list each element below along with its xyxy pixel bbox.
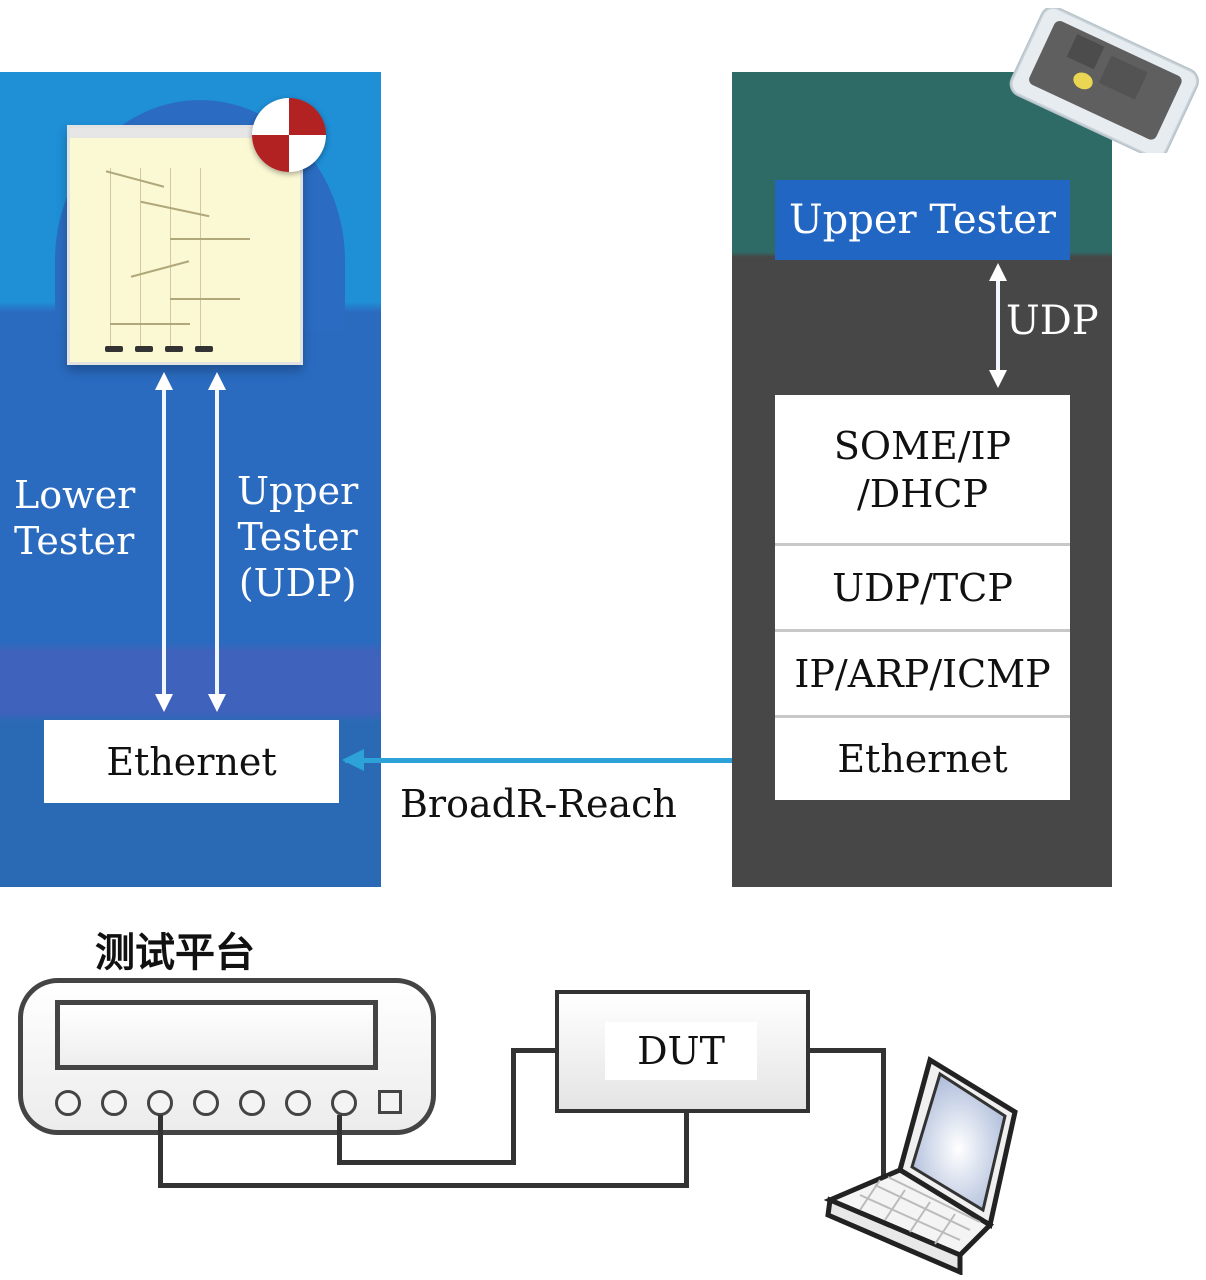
ecu-device-icon — [1009, 8, 1199, 153]
layer-label: SOME/IP — [833, 424, 1012, 468]
cable — [158, 1115, 163, 1187]
window-button — [165, 346, 183, 352]
broadr-reach-link — [345, 758, 773, 763]
cable — [511, 1048, 557, 1053]
cable — [158, 1183, 688, 1188]
layer-label: Ethernet — [837, 737, 1008, 781]
port-icon — [55, 1090, 81, 1116]
upper-tester-box: Upper Tester — [775, 180, 1070, 260]
label-line: Upper — [237, 469, 359, 513]
test-platform-screen — [55, 1000, 378, 1070]
port-icon — [193, 1090, 219, 1116]
udp-arrow-icon — [989, 263, 1007, 388]
laptop-icon — [823, 1056, 1018, 1275]
layer-label: IP/ARP/ICMP — [794, 651, 1051, 696]
layer-label: /DHCP — [856, 472, 989, 516]
tester-software-window-icon — [67, 125, 303, 365]
sequence-message — [170, 298, 240, 300]
sequence-lifeline — [200, 168, 201, 348]
window-button — [135, 346, 153, 352]
stack-layer-someip: SOME/IP /DHCP — [775, 415, 1070, 525]
protocol-stack: SOME/IP /DHCP UDP/TCP IP/ARP/ICMP Ethern… — [775, 395, 1070, 800]
stack-layer-transport: UDP/TCP — [775, 546, 1070, 629]
label-line: (UDP) — [238, 561, 357, 605]
label-line: Lower — [14, 473, 136, 517]
window-titlebar — [70, 128, 300, 138]
upper-tester-arrow-icon — [208, 372, 226, 712]
tester-ethernet-box: Ethernet — [44, 720, 339, 803]
cable — [337, 1115, 342, 1165]
dut-label: DUT — [605, 1022, 757, 1080]
port-icon — [239, 1090, 265, 1116]
test-platform-title: 测试平台 — [95, 930, 255, 976]
sequence-message — [110, 323, 190, 325]
port-icon — [285, 1090, 311, 1116]
layer-divider — [775, 715, 1070, 718]
udp-label: UDP — [1006, 298, 1099, 344]
power-port-icon — [378, 1090, 402, 1114]
cable — [511, 1048, 516, 1165]
port-icon — [101, 1090, 127, 1116]
sequence-lifeline — [110, 168, 111, 348]
port-icon — [331, 1090, 357, 1116]
lower-tester-label: Lower Tester — [14, 472, 135, 564]
port-icon — [147, 1090, 173, 1116]
window-button — [195, 346, 213, 352]
layer-divider — [775, 629, 1070, 632]
label-line: Tester — [237, 515, 358, 559]
stack-layer-network: IP/ARP/ICMP — [770, 632, 1075, 715]
cable — [881, 1048, 886, 1178]
broadr-reach-label: BroadR-Reach — [400, 782, 677, 826]
sequence-message — [105, 170, 165, 188]
cable — [337, 1160, 515, 1165]
layer-label: UDP/TCP — [832, 565, 1013, 610]
window-button — [105, 346, 123, 352]
label-line: Tester — [14, 519, 135, 563]
sequence-lifeline — [140, 168, 141, 348]
upper-tester-label: Upper Tester (UDP) — [237, 468, 358, 606]
arrow-left-icon — [342, 749, 364, 771]
sequence-lifeline — [170, 168, 171, 348]
stack-layer-ethernet: Ethernet — [775, 718, 1070, 800]
layer-divider — [775, 543, 1070, 546]
sequence-message — [170, 238, 250, 240]
vector-logo-icon — [252, 98, 326, 172]
cable — [684, 1110, 689, 1188]
cable — [808, 1048, 886, 1053]
lower-tester-arrow-icon — [155, 372, 173, 712]
dut-device — [555, 990, 810, 1113]
